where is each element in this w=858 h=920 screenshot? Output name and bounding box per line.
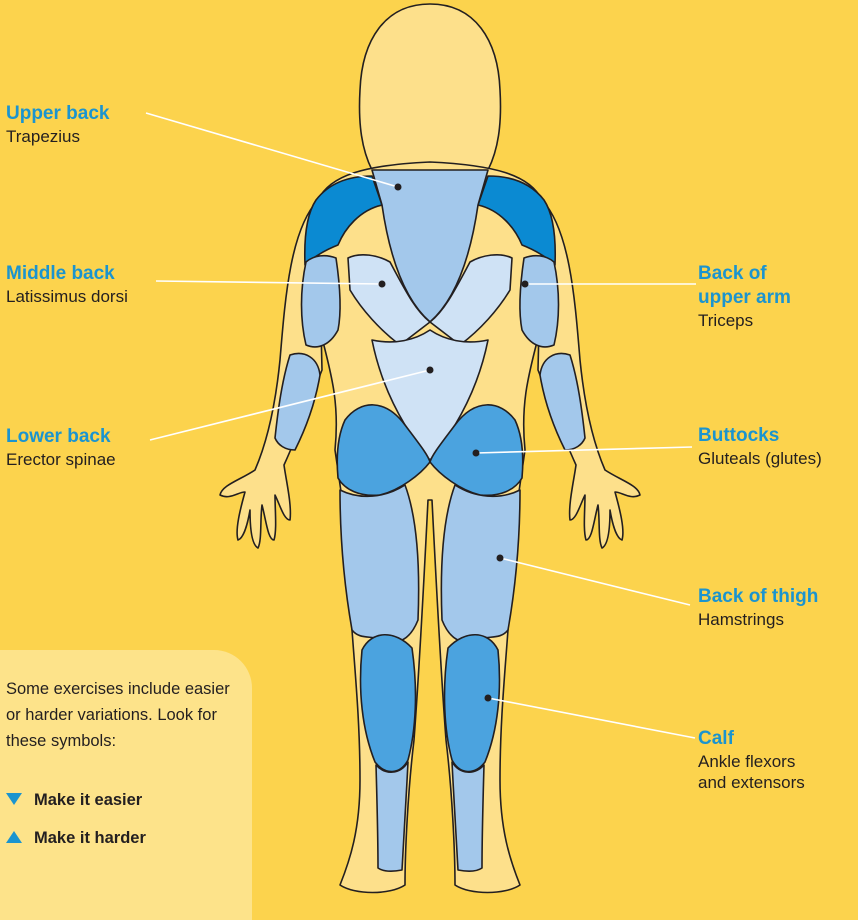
right-ankle bbox=[452, 762, 484, 871]
label-back-upper-arm-sub: Triceps bbox=[698, 310, 791, 331]
left-triceps bbox=[302, 256, 341, 347]
variations-note: Some exercises include easier or harder … bbox=[0, 650, 252, 920]
label-lower-back-sub: Erector spinae bbox=[6, 449, 116, 470]
label-back-thigh: Back of thigh Hamstrings bbox=[698, 585, 818, 630]
label-upper-back-sub: Trapezius bbox=[6, 126, 109, 147]
marker-calf bbox=[485, 695, 492, 702]
easier-symbol-row: Make it easier bbox=[6, 791, 142, 810]
label-back-thigh-sub: Hamstrings bbox=[698, 609, 818, 630]
label-upper-back: Upper back Trapezius bbox=[6, 102, 109, 147]
label-calf-sub-1: Ankle flexors bbox=[698, 751, 805, 772]
label-middle-back-title: Middle back bbox=[6, 262, 128, 286]
label-calf: Calf Ankle flexors and extensors bbox=[698, 727, 805, 793]
down-triangle-icon bbox=[6, 791, 34, 810]
label-back-upper-arm-title-1: Back of bbox=[698, 262, 791, 286]
up-triangle-icon bbox=[6, 829, 34, 848]
label-lower-back: Lower back Erector spinae bbox=[6, 425, 116, 470]
label-buttocks-sub: Gluteals (glutes) bbox=[698, 448, 822, 469]
head bbox=[360, 4, 501, 170]
left-ankle bbox=[376, 762, 408, 871]
marker-buttocks bbox=[473, 450, 480, 457]
label-back-upper-arm-title-2: upper arm bbox=[698, 286, 791, 310]
right-triceps bbox=[520, 256, 559, 347]
label-back-upper-arm: Back of upper arm Triceps bbox=[698, 262, 791, 331]
label-buttocks: Buttocks Gluteals (glutes) bbox=[698, 424, 822, 469]
marker-middle-back bbox=[379, 281, 386, 288]
label-lower-back-title: Lower back bbox=[6, 425, 116, 449]
right-hamstring bbox=[441, 485, 520, 642]
marker-upper-arm bbox=[522, 281, 529, 288]
marker-thigh bbox=[497, 555, 504, 562]
label-middle-back-sub: Latissimus dorsi bbox=[6, 286, 128, 307]
label-buttocks-title: Buttocks bbox=[698, 424, 822, 448]
harder-label: Make it harder bbox=[34, 829, 146, 847]
label-middle-back: Middle back Latissimus dorsi bbox=[6, 262, 128, 307]
label-back-thigh-title: Back of thigh bbox=[698, 585, 818, 609]
label-upper-back-title: Upper back bbox=[6, 102, 109, 126]
marker-upper-back bbox=[395, 184, 402, 191]
variations-note-text: Some exercises include easier or harder … bbox=[6, 676, 236, 754]
label-calf-sub-2: and extensors bbox=[698, 772, 805, 793]
marker-lower-back bbox=[427, 367, 434, 374]
easier-label: Make it easier bbox=[34, 791, 142, 809]
harder-symbol-row: Make it harder bbox=[6, 829, 146, 848]
label-calf-title: Calf bbox=[698, 727, 805, 751]
left-hamstring bbox=[340, 485, 419, 642]
